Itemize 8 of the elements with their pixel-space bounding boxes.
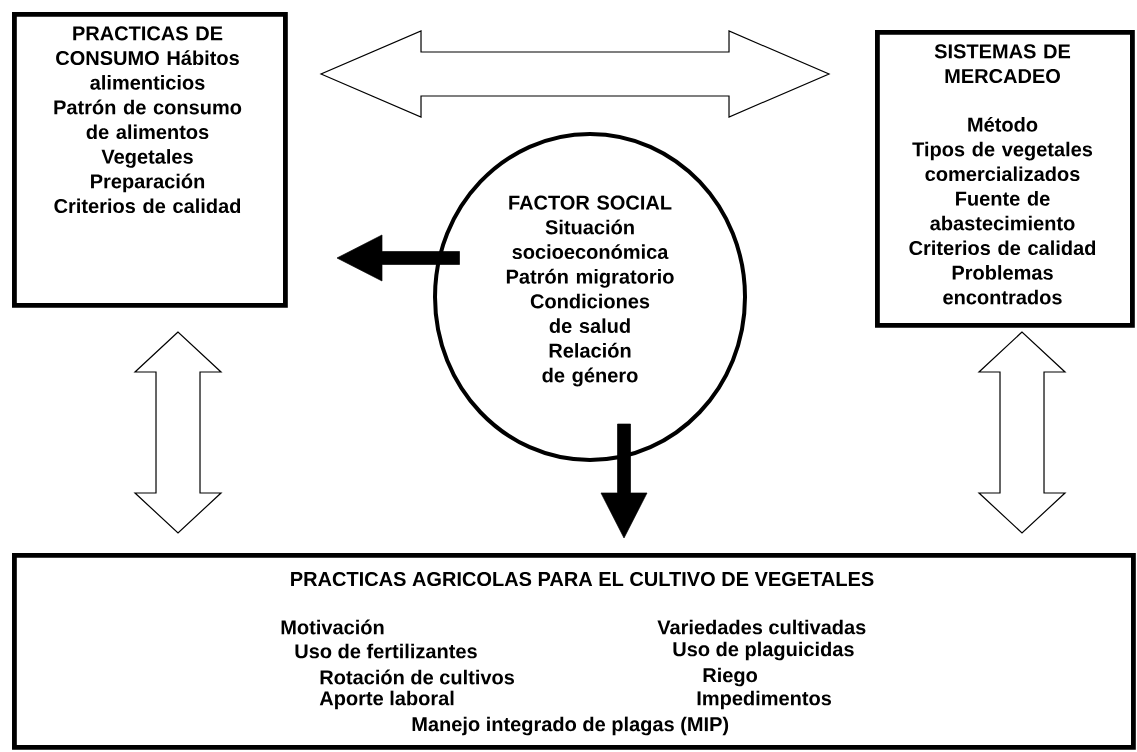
process-box: PRACTICAS AGRICOLAS PARA EL CULTIVO DE VEGETALES Motivación Variedades cultivadas Uso de fertilizantes Uso de plaguicidas Rotación de cultivos Riego Aporte laboral Impedimentos Manejo integrado de plagas (MIP): [12, 553, 1136, 750]
process-box: SISTEMAS DE MERCADEO Método Tipos de vegetales comercializados Fuente de abastecimiento Criterios de calidad Problemas encontrados: [875, 30, 1135, 328]
arrow: [336, 234, 460, 282]
arrow: [600, 423, 648, 539]
process-box: PRACTICAS DE CONSUMO Hábitos alimenticios Patrón de consumo de alimentos Vegetales Preparación Criterios de calidad: [12, 12, 288, 308]
block-arrow: [133, 331, 223, 534]
block-arrow: [977, 331, 1067, 534]
circle-node: FACTOR SOCIAL Situación socioeconómica Patrón migratorio Condiciones de salud Relación de género: [433, 132, 747, 462]
